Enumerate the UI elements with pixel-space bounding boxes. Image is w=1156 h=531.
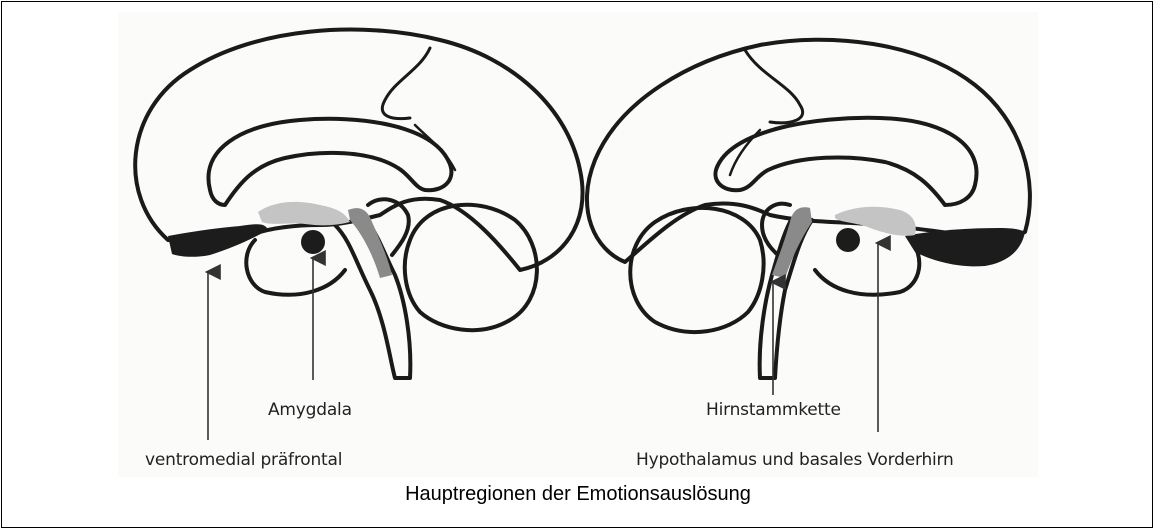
right-ventromedial-region: [905, 228, 1025, 266]
right-cerebellum: [630, 208, 763, 332]
left-thalamus-lower: [246, 240, 345, 295]
right-amygdala-dot: [836, 228, 860, 252]
label-ventromedial: ventromedial präfrontal: [145, 450, 342, 470]
left-hypothalamus-region: [258, 202, 350, 225]
label-amygdala: Amygdala: [268, 400, 352, 420]
right-sulcus-1: [745, 50, 803, 123]
left-brain: [135, 30, 582, 378]
left-amygdala-dot: [301, 230, 325, 254]
label-hirnstamm: Hirnstammkette: [706, 400, 841, 420]
left-sulcus-1: [382, 48, 430, 119]
figure-caption: Hauptregionen der Emotionsauslösung: [0, 483, 1156, 506]
left-corpus-callosum: [208, 119, 451, 205]
right-thalamus-lower: [815, 240, 919, 295]
right-corpus-callosum: [715, 118, 976, 205]
left-hirnstamm-region: [348, 208, 392, 278]
label-hypothalamus: Hypothalamus und basales Vorderhirn: [636, 450, 954, 470]
